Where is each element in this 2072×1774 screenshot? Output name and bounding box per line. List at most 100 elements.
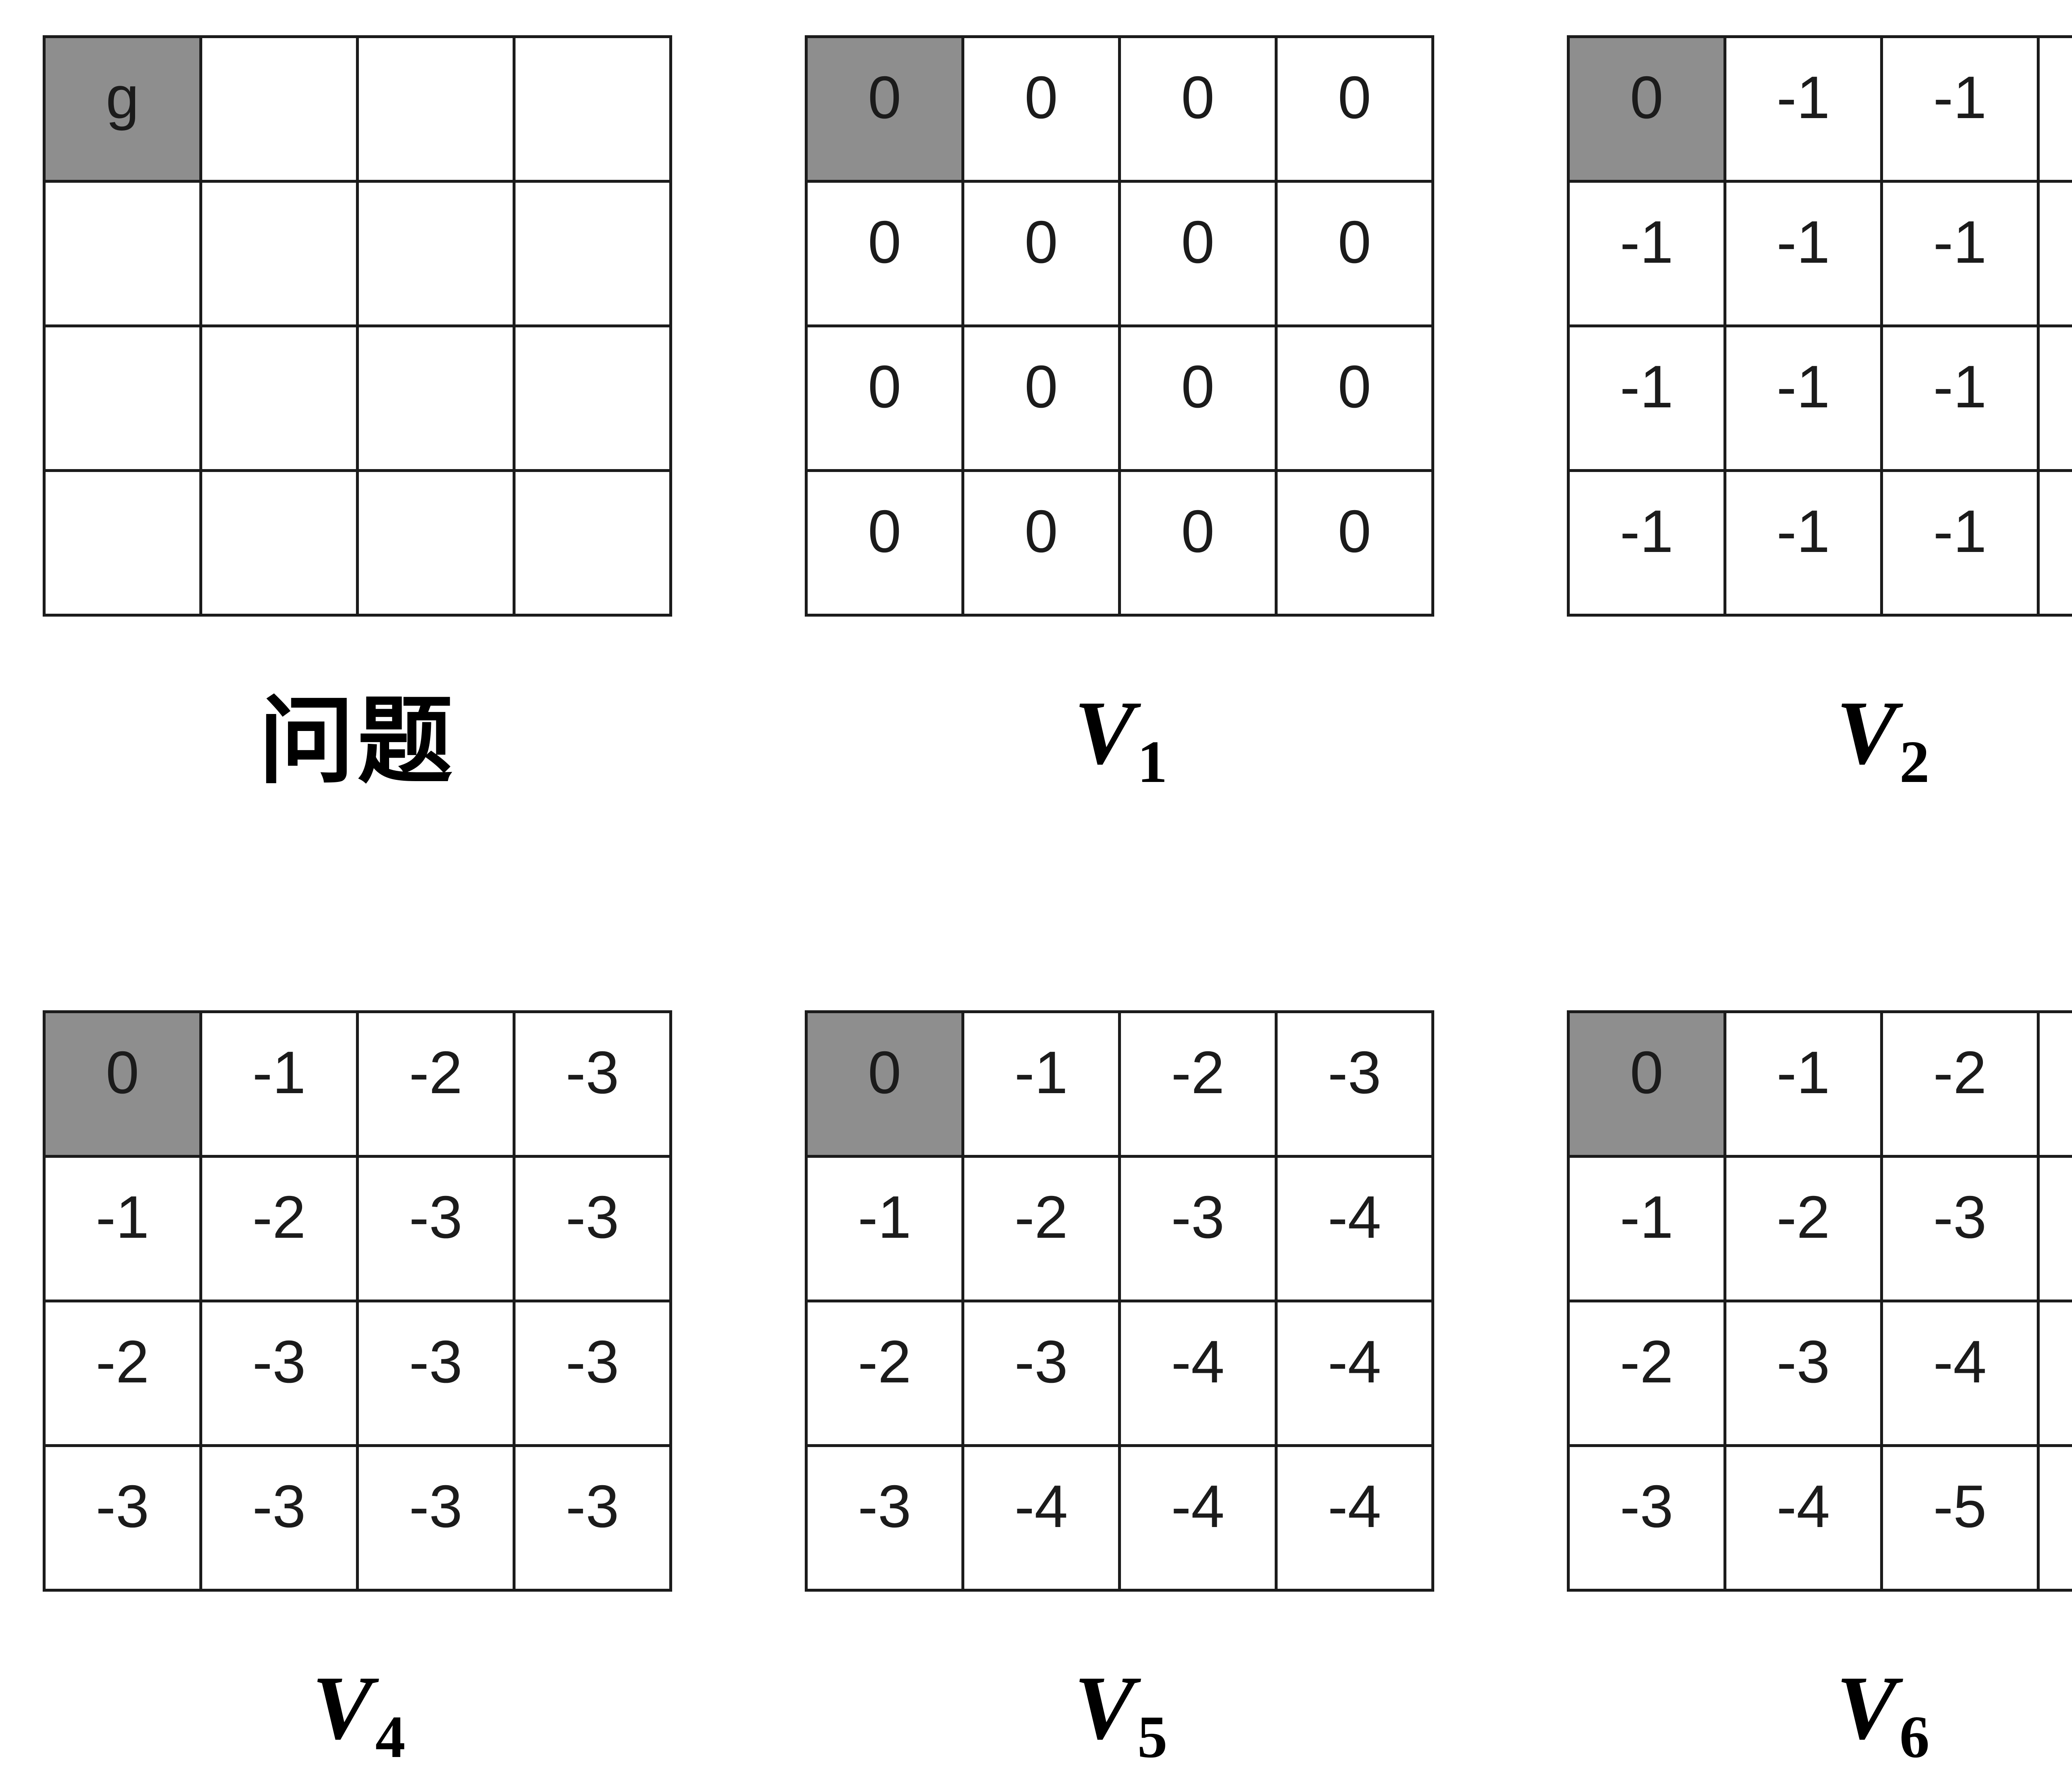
- cell-value: -3: [409, 1472, 462, 1540]
- v-label: V1: [1074, 680, 1167, 792]
- grid-cell: -4: [1275, 1300, 1434, 1447]
- cell-value: -1: [1620, 208, 1673, 276]
- figure-label-subscript: 4: [375, 1704, 406, 1770]
- grid-cell: -2: [199, 1155, 359, 1302]
- grid-cell: -3: [199, 1444, 359, 1592]
- grid-cell: -1: [1567, 469, 1726, 617]
- cell-value: -3: [566, 1183, 619, 1251]
- cell-value: -1: [1777, 353, 1830, 420]
- grid-cell: [356, 35, 516, 183]
- figure-label: V2: [1836, 675, 1929, 792]
- cell-value: -4: [1171, 1328, 1225, 1395]
- cell-value: -4: [1933, 1328, 1987, 1395]
- v-label: V4: [312, 1655, 405, 1767]
- cell-value: 0: [868, 63, 901, 131]
- cell-value: -3: [96, 1472, 149, 1540]
- grid-cell: [356, 180, 516, 327]
- cell-value: -1: [858, 1183, 911, 1251]
- grid-cell: -1: [1723, 469, 1883, 617]
- grid-row: -2-3-4-4: [805, 1300, 1434, 1447]
- cell-value: 0: [868, 1038, 901, 1106]
- grid-cell: -5: [1880, 1444, 2040, 1592]
- cell-value: -2: [1171, 1038, 1225, 1106]
- grid-cell: -2: [43, 1300, 202, 1447]
- cell-value: 0: [1024, 497, 1058, 565]
- grid-cell: -1: [1567, 180, 1726, 327]
- figure-label-subscript: 1: [1137, 728, 1168, 795]
- grid-cell: -4: [1723, 1444, 1883, 1592]
- grid-cell: -2: [805, 1300, 964, 1447]
- cell-value: 0: [1338, 353, 1371, 420]
- grid-row: -2-3-3-3: [43, 1300, 672, 1447]
- figure-label-base: V: [1836, 682, 1897, 783]
- cell-value: -1: [96, 1183, 149, 1251]
- goal-cell: 0: [805, 1010, 964, 1158]
- grid-cell: [513, 324, 672, 472]
- grid-cell: 0: [1118, 35, 1278, 183]
- cell-value: -4: [1171, 1472, 1225, 1540]
- grid-cell: 0: [1118, 324, 1278, 472]
- grid-V4: 0-1-2-3-1-2-3-3-2-3-3-3-3-3-3-3: [43, 1010, 672, 1592]
- grid-row: [43, 324, 672, 472]
- grid-cell: -1: [805, 1155, 964, 1302]
- grid-cell: 0: [1275, 35, 1434, 183]
- grid-cell: 0: [1118, 469, 1278, 617]
- cell-value: -2: [1777, 1183, 1830, 1251]
- grid-cell: -3: [513, 1300, 672, 1447]
- grid-cell: 0: [961, 180, 1121, 327]
- grid-cell: -5: [2037, 1444, 2072, 1592]
- grid-row: -2-3-4-5: [1567, 1300, 2072, 1447]
- cell-value: -3: [566, 1472, 619, 1540]
- grid-row: -1-2-3-3: [43, 1155, 672, 1302]
- grid-cell: [199, 324, 359, 472]
- grid-cell: -1: [1880, 35, 2040, 183]
- cell-value: -4: [1328, 1183, 1381, 1251]
- grid-cell: -1: [2037, 469, 2072, 617]
- cell-value: 0: [1630, 1038, 1663, 1106]
- grid-cell: 0: [805, 324, 964, 472]
- grid-cell: -2: [961, 1155, 1121, 1302]
- grid-cell: [199, 469, 359, 617]
- grid-row: -3-4-4-4: [805, 1444, 1434, 1592]
- grid-cell: 0: [961, 324, 1121, 472]
- grid-row: 0-1-2-3: [1567, 1010, 2072, 1158]
- grid-cell: -3: [1275, 1010, 1434, 1158]
- grid-V2: 0-1-1-1-1-1-1-1-1-1-1-1-1-1-1-1: [1567, 35, 2072, 617]
- grid-row: 0-1-2-3: [43, 1010, 672, 1158]
- cell-value: 0: [868, 208, 901, 276]
- grid-cell: -3: [356, 1155, 516, 1302]
- grid-cell: -3: [43, 1444, 202, 1592]
- grid-cell: -4: [1275, 1444, 1434, 1592]
- cell-value: -3: [1620, 1472, 1673, 1540]
- grid-cell: -1: [2037, 324, 2072, 472]
- figure-label-base: V: [1836, 1657, 1897, 1758]
- grid-cell: [513, 35, 672, 183]
- cell-value: -1: [1620, 1183, 1673, 1251]
- grid-cell: -4: [1118, 1300, 1278, 1447]
- grid-row: -3 -4 -5-5: [1567, 1444, 2072, 1592]
- figure-V2: 0-1-1-1-1-1-1-1-1-1-1-1-1-1-1-1V2: [1567, 35, 2072, 792]
- grid-cell: -1: [1880, 469, 2040, 617]
- grid-cell: -3: [513, 1155, 672, 1302]
- cell-value: -1: [1933, 497, 1987, 565]
- grid-cell: [513, 180, 672, 327]
- grid-row: -3 -3 -3 -3: [43, 1444, 672, 1592]
- grid-cell: -1: [1880, 180, 2040, 327]
- grid-cell: -3: [1567, 1444, 1726, 1592]
- figure-label-subscript: 5: [1137, 1704, 1168, 1770]
- v-label: V2: [1836, 680, 1929, 792]
- cell-value: 0: [1024, 63, 1058, 131]
- cell-value: -3: [1933, 1183, 1987, 1251]
- grid-cell: -1: [1723, 180, 1883, 327]
- grid-cell: 0: [805, 180, 964, 327]
- grid-cell: -1: [1723, 324, 1883, 472]
- cell-value: -4: [1777, 1472, 1830, 1540]
- grid-cell: -1: [1567, 1155, 1726, 1302]
- grid-cell: 0: [1275, 324, 1434, 472]
